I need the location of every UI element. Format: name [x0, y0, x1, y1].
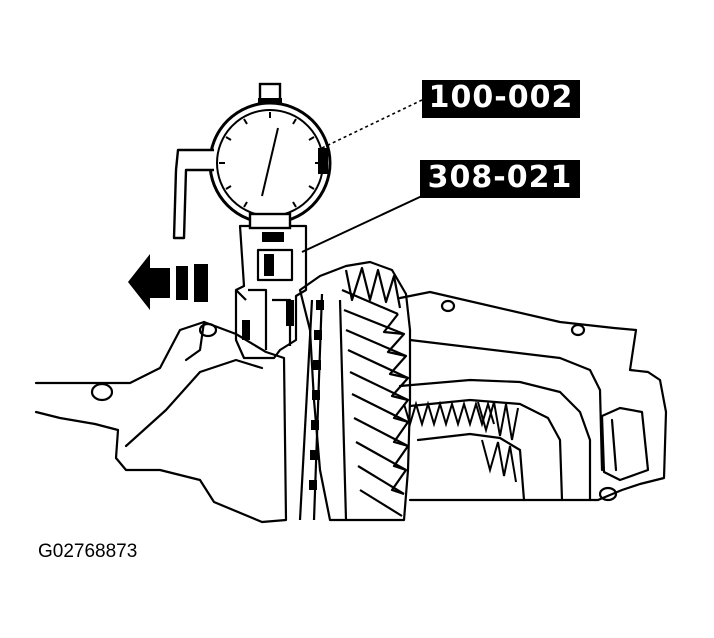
- carrier-inner: [408, 398, 564, 502]
- housing-outline: [34, 320, 288, 524]
- carrier-window: [416, 432, 526, 502]
- rear-cover-bolt: [570, 323, 586, 337]
- flange-bolt: [90, 382, 114, 402]
- housing-inner-edge: [124, 358, 264, 448]
- rear-cover: [398, 290, 668, 502]
- fixture-details: [242, 232, 294, 340]
- pinion-gear-teeth: [403, 400, 519, 483]
- side-bearing-cap: [600, 406, 650, 482]
- rear-cover-inner: [408, 338, 604, 472]
- housing-step: [184, 320, 206, 362]
- carrier-body: [398, 378, 592, 502]
- leader-line-dial-indicator: [321, 99, 423, 149]
- movement-arrow: [128, 254, 208, 310]
- bearing-cap-ridge: [610, 418, 618, 472]
- ring-gear-bolts: [309, 300, 324, 490]
- figure-id: G02768873: [38, 541, 138, 562]
- dial-lever-arm: [172, 148, 214, 240]
- rear-cover-bolt-2: [440, 299, 456, 313]
- fixture-bolt: [198, 322, 218, 338]
- leader-line-holding-fixture: [301, 195, 423, 253]
- callout-dial-indicator: 100-002: [422, 80, 580, 118]
- dial-needle: [261, 127, 279, 197]
- dial-indicator: [172, 82, 332, 240]
- callout-holding-fixture: 308-021: [420, 160, 580, 198]
- bearing-cap-bolt: [598, 486, 618, 502]
- holding-fixture: [234, 224, 308, 360]
